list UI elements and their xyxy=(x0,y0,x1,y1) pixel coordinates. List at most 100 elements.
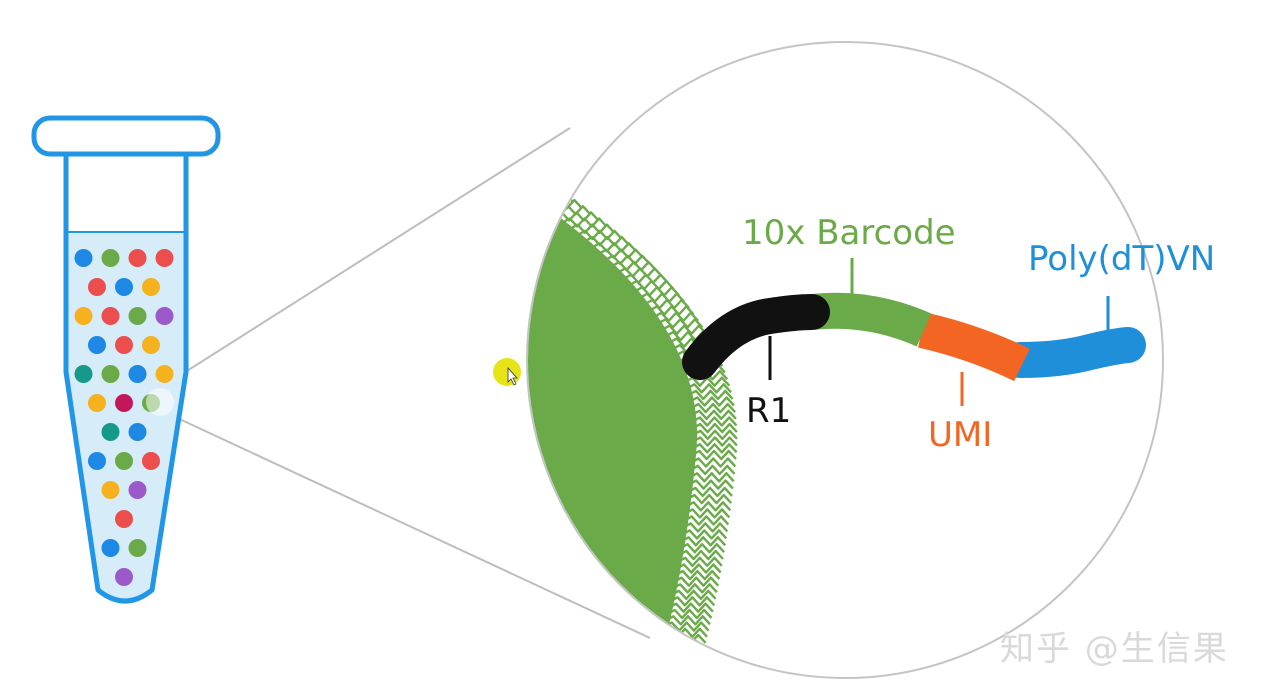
oligo-strand-wave xyxy=(657,318,704,329)
tube-bead xyxy=(155,307,174,325)
tube-body xyxy=(63,154,189,604)
oligo-strand-wave xyxy=(591,242,638,253)
oligo-strand-wave xyxy=(680,536,727,547)
oligo-strand-wave xyxy=(672,583,718,594)
r1-segment xyxy=(682,294,830,380)
oligo-strand-wave xyxy=(692,443,738,454)
tube-cap xyxy=(31,115,221,157)
cursor-arrow-icon xyxy=(507,366,518,386)
oligo-strand-wave xyxy=(678,549,724,561)
tube-bead xyxy=(101,539,120,557)
oligo-strand-wave xyxy=(687,486,733,498)
tube-bead xyxy=(128,481,147,499)
oligo-strand-wave xyxy=(690,457,737,468)
oligo-strand-wave xyxy=(684,508,731,519)
oligo-strand-wave xyxy=(692,429,738,440)
tube-bead xyxy=(155,365,174,383)
tube-bead xyxy=(155,249,174,267)
oligo-strand-wave xyxy=(692,436,738,447)
barcode-label: 10x Barcode xyxy=(742,213,956,253)
oligo-strand-wave xyxy=(528,192,574,204)
oligo-strand-wave xyxy=(685,501,732,512)
tube-bead xyxy=(128,249,147,267)
tube-bead xyxy=(88,452,106,470)
oligo-strand-wave xyxy=(649,305,695,316)
oligo-strand-wave xyxy=(561,217,608,228)
oligo-strand-wave xyxy=(665,615,711,626)
oligo-strand-wave xyxy=(666,608,713,620)
umi-label: UMI xyxy=(928,415,992,455)
oligo-strand-wave xyxy=(598,248,644,259)
oligo-strand-wave xyxy=(689,472,735,483)
tube-bead xyxy=(88,336,106,354)
tube xyxy=(31,115,221,604)
tube-bead xyxy=(142,278,160,296)
tube-bead xyxy=(101,481,120,499)
tube-bead xyxy=(115,568,133,586)
oligo-strand-wave xyxy=(688,479,734,490)
zoom-source-glow xyxy=(146,388,174,416)
watermark: 知乎 @生信果 xyxy=(1000,629,1229,669)
tube-bead xyxy=(142,452,160,470)
oligo-strand-wave xyxy=(653,311,699,322)
oligo-strand-wave xyxy=(688,389,734,401)
oligo-strand-wave xyxy=(671,589,717,600)
oligo-strand-wave xyxy=(676,563,722,574)
tube-bead xyxy=(101,249,120,267)
tube-bead xyxy=(74,365,93,383)
oligo-strand-wave xyxy=(577,229,623,241)
oligo-strand-wave xyxy=(569,223,616,234)
oligo-strand xyxy=(682,292,1146,382)
tube-bead xyxy=(128,539,147,557)
oligo-strand-wave xyxy=(683,515,730,526)
polydt-label: Poly(dT)VN xyxy=(1028,239,1215,279)
oligo-strand-wave xyxy=(681,529,728,540)
tube-bead xyxy=(101,365,120,383)
tube-bead xyxy=(101,307,120,325)
tube-bead xyxy=(115,336,133,354)
cursor-highlight xyxy=(493,358,521,386)
tube-bead xyxy=(74,307,93,325)
oligo-strand-wave xyxy=(628,279,675,291)
oligo-strand-wave xyxy=(679,543,725,554)
oligo-strand-wave xyxy=(661,324,708,335)
tube-bead xyxy=(115,510,133,528)
oligo-strand-wave xyxy=(689,464,736,476)
oligo-strand-wave xyxy=(691,449,737,461)
oligo-strand-wave xyxy=(691,416,738,427)
polydt-segment xyxy=(1002,327,1146,378)
oligo-strand-wave xyxy=(668,602,714,613)
oligo-strand-wave xyxy=(686,383,732,394)
oligo-strand-wave xyxy=(644,298,690,310)
zoom-line-bottom xyxy=(159,409,651,639)
oligo-fringe xyxy=(528,192,738,651)
umi-segment xyxy=(917,312,1030,382)
oligo-strand-wave xyxy=(605,254,651,265)
tube-bead xyxy=(115,452,133,470)
zoom-line-top xyxy=(159,127,571,389)
oligo-strand-wave xyxy=(689,396,735,407)
tube-bead xyxy=(74,249,93,267)
oligo-strand-wave xyxy=(617,267,663,278)
tube-bead xyxy=(101,423,120,441)
tube-bead xyxy=(88,394,106,412)
r1-label: R1 xyxy=(746,391,791,431)
tube-bead xyxy=(115,278,133,296)
oligo-strand-wave xyxy=(677,556,723,567)
oligo-strand-wave xyxy=(611,260,657,272)
oligo-strand-wave xyxy=(673,576,720,587)
tube-bead xyxy=(88,278,106,296)
oligo-strand-wave xyxy=(674,569,721,581)
tube-beads xyxy=(74,249,174,586)
oligo-strand-wave xyxy=(623,273,669,284)
tube-liquid xyxy=(66,232,186,601)
oligo-strand-wave xyxy=(691,409,737,420)
oligo-strand-wave xyxy=(669,596,716,607)
tube-bead xyxy=(128,365,147,383)
oligo-strand-wave xyxy=(686,493,733,505)
tube-bead xyxy=(142,336,160,354)
oligo-strand-wave xyxy=(584,235,630,247)
tube-bead xyxy=(128,423,147,441)
oligo-strand-wave xyxy=(682,522,729,533)
